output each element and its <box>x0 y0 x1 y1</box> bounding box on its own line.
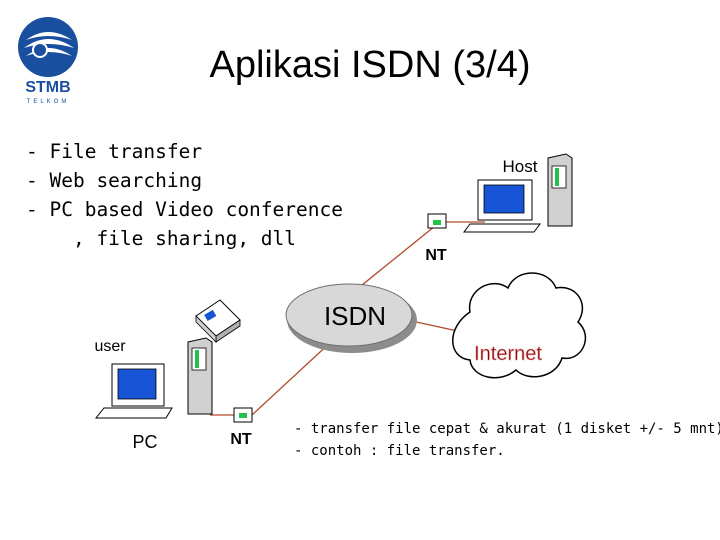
user-pc: user PC <box>94 337 213 452</box>
logo-text: STMB <box>25 79 70 96</box>
nt-top-label: NT <box>425 247 447 264</box>
page-title: Aplikasi ISDN (3/4) <box>209 44 531 86</box>
note-item: - contoh : file transfer. <box>294 443 505 459</box>
bullet-item: - File transfer <box>26 140 203 163</box>
note-item: - transfer file cepat & akurat (1 disket… <box>294 421 720 437</box>
nt-device-bottom: NT <box>230 407 253 448</box>
logo-subtext: TELKOM <box>27 99 70 105</box>
internet-cloud: Internet <box>452 272 587 379</box>
bullet-item: - PC based Video conference <box>26 198 343 221</box>
notes-list: - transfer file cepat & akurat (1 disket… <box>294 418 720 462</box>
host-label: Host <box>503 157 538 176</box>
telephone-device <box>195 299 241 343</box>
pc-label: PC <box>132 432 157 452</box>
nt-bottom-label: NT <box>230 431 252 448</box>
host-computer: Host <box>463 153 573 233</box>
user-label: user <box>94 338 126 355</box>
isdn-network: ISDN <box>285 283 417 353</box>
bullet-item: - Web searching <box>26 169 203 192</box>
bullet-list: - File transfer - Web searching - PC bas… <box>26 137 343 253</box>
nt-device-top: NT <box>425 213 447 264</box>
stmb-logo: STMB TELKOM <box>18 17 78 105</box>
isdn-label: ISDN <box>324 301 386 331</box>
bullet-item: , file sharing, dll <box>26 227 297 250</box>
internet-label: Internet <box>474 343 542 365</box>
